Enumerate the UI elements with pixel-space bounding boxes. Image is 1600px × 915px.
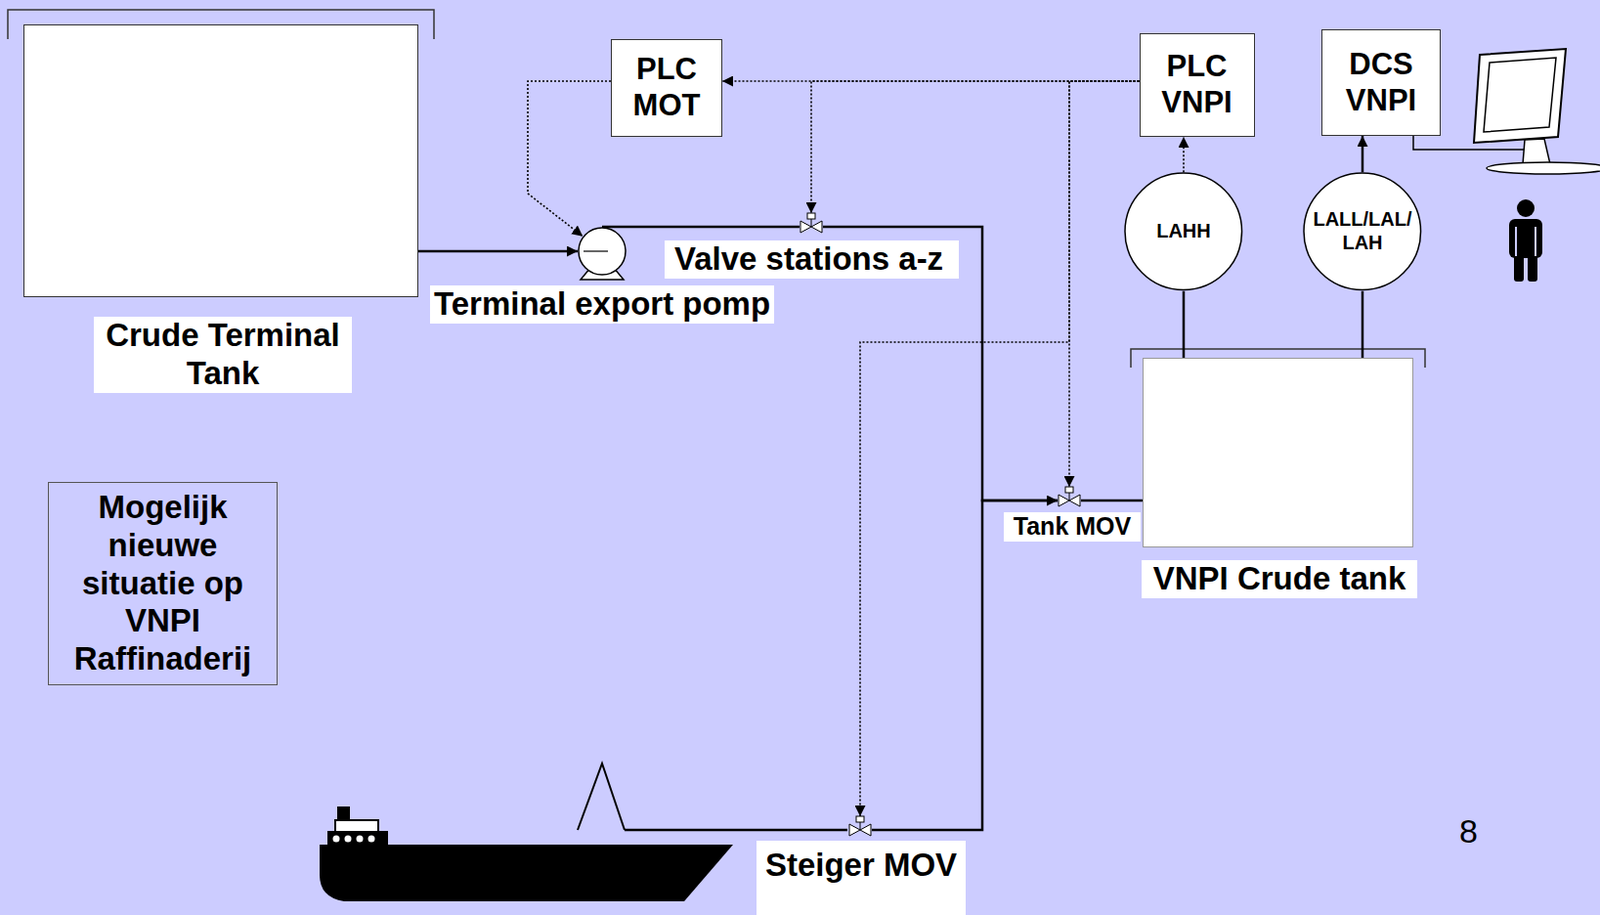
person-leg <box>1527 252 1538 282</box>
person-body <box>1509 218 1543 259</box>
jetty-pipe <box>624 828 848 832</box>
node-label: LAHH <box>1156 219 1211 244</box>
pipe-line <box>1361 135 1365 173</box>
ship-deckhouse <box>327 830 389 847</box>
plc-box: PLC MOT <box>610 39 723 137</box>
monitor-screen <box>1473 48 1566 143</box>
plc-box: PLC VNPI <box>1139 33 1255 137</box>
node-label: Valve stations a-z <box>664 240 959 279</box>
ship-porthole <box>368 835 376 843</box>
ship-porthole <box>333 835 341 843</box>
node-label: PLC MOT <box>619 51 714 124</box>
monitor-screen-inner <box>1483 57 1557 132</box>
loading-arm <box>577 763 625 830</box>
valve-stem <box>860 821 862 830</box>
node-label: PLC VNPI <box>1148 48 1247 121</box>
valve-actuator <box>807 213 816 219</box>
monitor-base <box>1486 162 1600 174</box>
bubble-outline <box>1303 172 1422 291</box>
valve-outline <box>1057 486 1082 509</box>
pump-symbol: Terminal export pomp <box>577 226 627 276</box>
ship-hull <box>319 844 734 902</box>
signal-line <box>811 81 1140 214</box>
pipe-line <box>1081 499 1143 503</box>
signal-line <box>1069 81 1140 487</box>
valve-outline <box>848 816 872 838</box>
monitor-stand <box>1522 138 1551 165</box>
page-number: 8 <box>1459 811 1478 851</box>
pipe-line <box>1361 291 1365 358</box>
valve-body <box>800 220 822 233</box>
node-label: VNPI Crude tank <box>1141 560 1418 599</box>
pump-casing <box>578 227 626 275</box>
person-arm-gap <box>1534 226 1537 257</box>
storage-tank: Crude Terminal Tank <box>23 24 419 298</box>
node-label: Mogelijk nieuwe situatie op VNPI Raffina… <box>48 488 277 680</box>
valve-actuator <box>856 816 865 822</box>
valve-body <box>849 823 871 836</box>
signal-line <box>860 81 1140 817</box>
person-arm-gap <box>1514 226 1517 257</box>
person-leg <box>1513 252 1524 282</box>
valve-symbol: Tank MOV <box>1057 486 1082 509</box>
instrument-bubble: LAHH <box>1124 172 1244 292</box>
person-head <box>1516 199 1535 217</box>
pipe-line <box>418 250 578 254</box>
valve-stem <box>1069 492 1071 501</box>
pipe-line <box>602 225 800 229</box>
node-label: Steiger MOV <box>756 840 966 915</box>
node-label: DCS VNPI <box>1330 46 1432 119</box>
ship-porthole <box>345 835 352 843</box>
valve-stem <box>811 218 813 227</box>
ship-funnel <box>337 806 350 822</box>
pipe-line <box>1182 291 1186 358</box>
pipe-line <box>871 500 1058 830</box>
storage-tank: VNPI Crude tank <box>1142 357 1414 548</box>
bubble-outline <box>1124 172 1243 291</box>
node-label: Terminal export pomp <box>430 285 775 324</box>
node-label: LALL/LAL/ LAH <box>1307 208 1418 255</box>
valve-symbol: Valve stations a-z <box>799 213 823 235</box>
signal-line <box>1182 136 1185 173</box>
valve-symbol: Steiger MOV <box>848 816 872 838</box>
ship-porthole <box>356 835 364 843</box>
circle-outline <box>577 226 627 276</box>
node-label: Crude Terminal Tank <box>93 316 352 393</box>
note-box: Mogelijk nieuwe situatie op VNPI Raffina… <box>47 481 278 687</box>
signal-line <box>527 81 611 237</box>
instrument-bubble: LALL/LAL/ LAH <box>1302 172 1423 292</box>
valve-outline <box>799 213 823 235</box>
node-label: Tank MOV <box>1003 512 1141 542</box>
valve-actuator <box>1065 486 1074 493</box>
pump-impeller-mark <box>583 250 608 252</box>
dcs-box: DCS VNPI <box>1321 29 1441 136</box>
valve-body <box>1058 494 1081 507</box>
ship-cabin <box>335 820 379 832</box>
